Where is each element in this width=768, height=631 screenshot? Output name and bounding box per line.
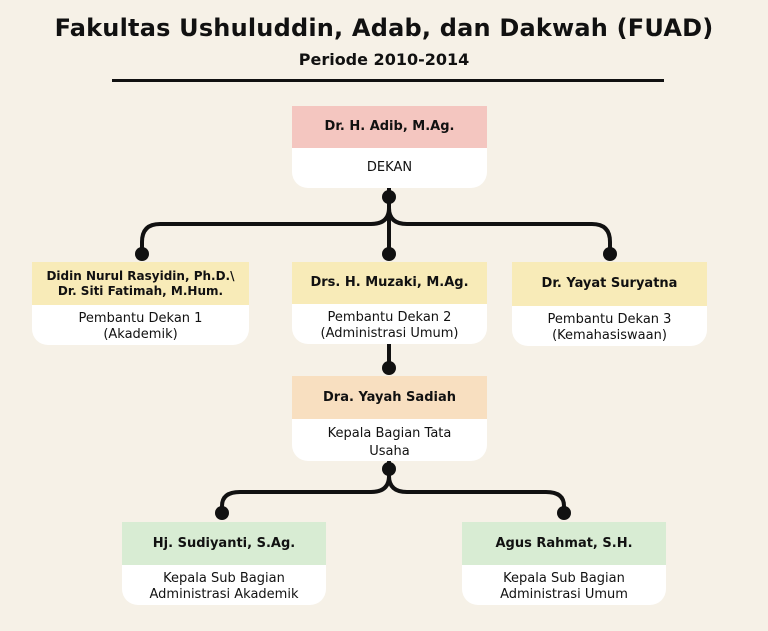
node-role: Kepala Bagian Tata Usaha: [292, 419, 487, 461]
connector-dot-pd3: [603, 247, 617, 261]
node-kasubag-akademik: Hj. Sudiyanti, S.Ag. Kepala Sub Bagian A…: [122, 522, 326, 605]
connector-dot-pd1: [135, 247, 149, 261]
connector-dot-kasubag2: [557, 506, 571, 520]
node-role: Kepala Sub Bagian Administrasi Akademik: [122, 565, 326, 605]
node-role-line-2: Administrasi Umum: [500, 587, 628, 602]
title-divider: [112, 79, 664, 82]
node-name-line-2: Dr. Siti Fatimah, M.Hum.: [57, 283, 224, 298]
connector-dot-kabag: [382, 361, 396, 375]
connector-kabag-branch-left: [220, 474, 391, 514]
node-role-line-1: Pembantu Dekan 3: [547, 312, 672, 327]
node-pembantu-dekan-3: Dr. Yayat Suryatna Pembantu Dekan 3 (Kem…: [512, 262, 707, 346]
node-pembantu-dekan-1: Didin Nurul Rasyidin, Ph.D.\ Dr. Siti Fa…: [32, 262, 249, 345]
connector-dot-pd2: [382, 247, 396, 261]
node-name: Dr. H. Adib, M.Ag.: [292, 106, 487, 148]
node-role-line-1: Kepala Sub Bagian: [503, 571, 625, 586]
node-role: Pembantu Dekan 2 (Administrasi Umum): [292, 304, 487, 344]
node-name: Drs. H. Muzaki, M.Ag.: [292, 262, 487, 304]
node-pembantu-dekan-2: Drs. H. Muzaki, M.Ag. Pembantu Dekan 2 (…: [292, 262, 487, 344]
node-name: Agus Rahmat, S.H.: [462, 522, 666, 565]
node-name: Dra. Yayah Sadiah: [292, 376, 487, 419]
node-role-line-2: Usaha: [369, 444, 410, 459]
node-role-line-1: Pembantu Dekan 1: [78, 311, 203, 326]
node-role-line-1: Pembantu Dekan 2: [327, 310, 452, 325]
chart-subtitle: Periode 2010-2014: [298, 50, 470, 69]
node-role-line-1: Kepala Bagian Tata: [327, 426, 452, 441]
node-name: Dr. Yayat Suryatna: [512, 262, 707, 306]
node-role-line-2: (Kemahasiswaan): [552, 328, 667, 343]
node-role-line-2: (Akademik): [103, 327, 178, 342]
chart-title: Fakultas Ushuluddin, Adab, dan Dakwah (F…: [54, 14, 714, 42]
connector-dot-kasubag1: [215, 506, 229, 520]
node-name: Didin Nurul Rasyidin, Ph.D.\ Dr. Siti Fa…: [32, 262, 249, 305]
node-role: Kepala Sub Bagian Administrasi Umum: [462, 565, 666, 605]
node-name: Hj. Sudiyanti, S.Ag.: [122, 522, 326, 565]
connector-dot-dekan: [382, 190, 396, 204]
node-role-line-2: Administrasi Akademik: [149, 587, 299, 602]
node-kepala-bagian: Dra. Yayah Sadiah Kepala Bagian Tata Usa…: [292, 376, 487, 461]
node-kasubag-umum: Agus Rahmat, S.H. Kepala Sub Bagian Admi…: [462, 522, 666, 605]
node-role-line-1: Kepala Sub Bagian: [163, 571, 285, 586]
node-role: Pembantu Dekan 1 (Akademik): [32, 305, 249, 345]
node-role-line-2: (Administrasi Umum): [320, 326, 459, 341]
node-name-line-1: Didin Nurul Rasyidin, Ph.D.\: [46, 268, 235, 283]
node-dekan: Dr. H. Adib, M.Ag. DEKAN: [292, 106, 487, 188]
node-role: DEKAN: [292, 148, 487, 188]
connector-dekan-branch-right: [387, 206, 612, 256]
connector-kabag-branch-right: [387, 474, 566, 514]
node-role: Pembantu Dekan 3 (Kemahasiswaan): [512, 306, 707, 346]
connector-dot-kabag-out: [382, 462, 396, 476]
connector-dekan-branch-left: [140, 206, 391, 256]
